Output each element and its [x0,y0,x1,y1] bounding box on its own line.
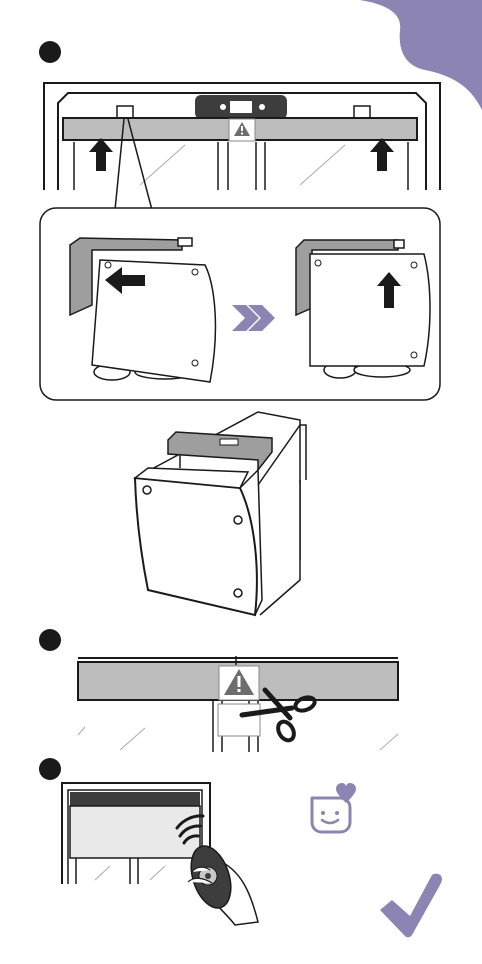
checkmark-icon [0,0,482,964]
